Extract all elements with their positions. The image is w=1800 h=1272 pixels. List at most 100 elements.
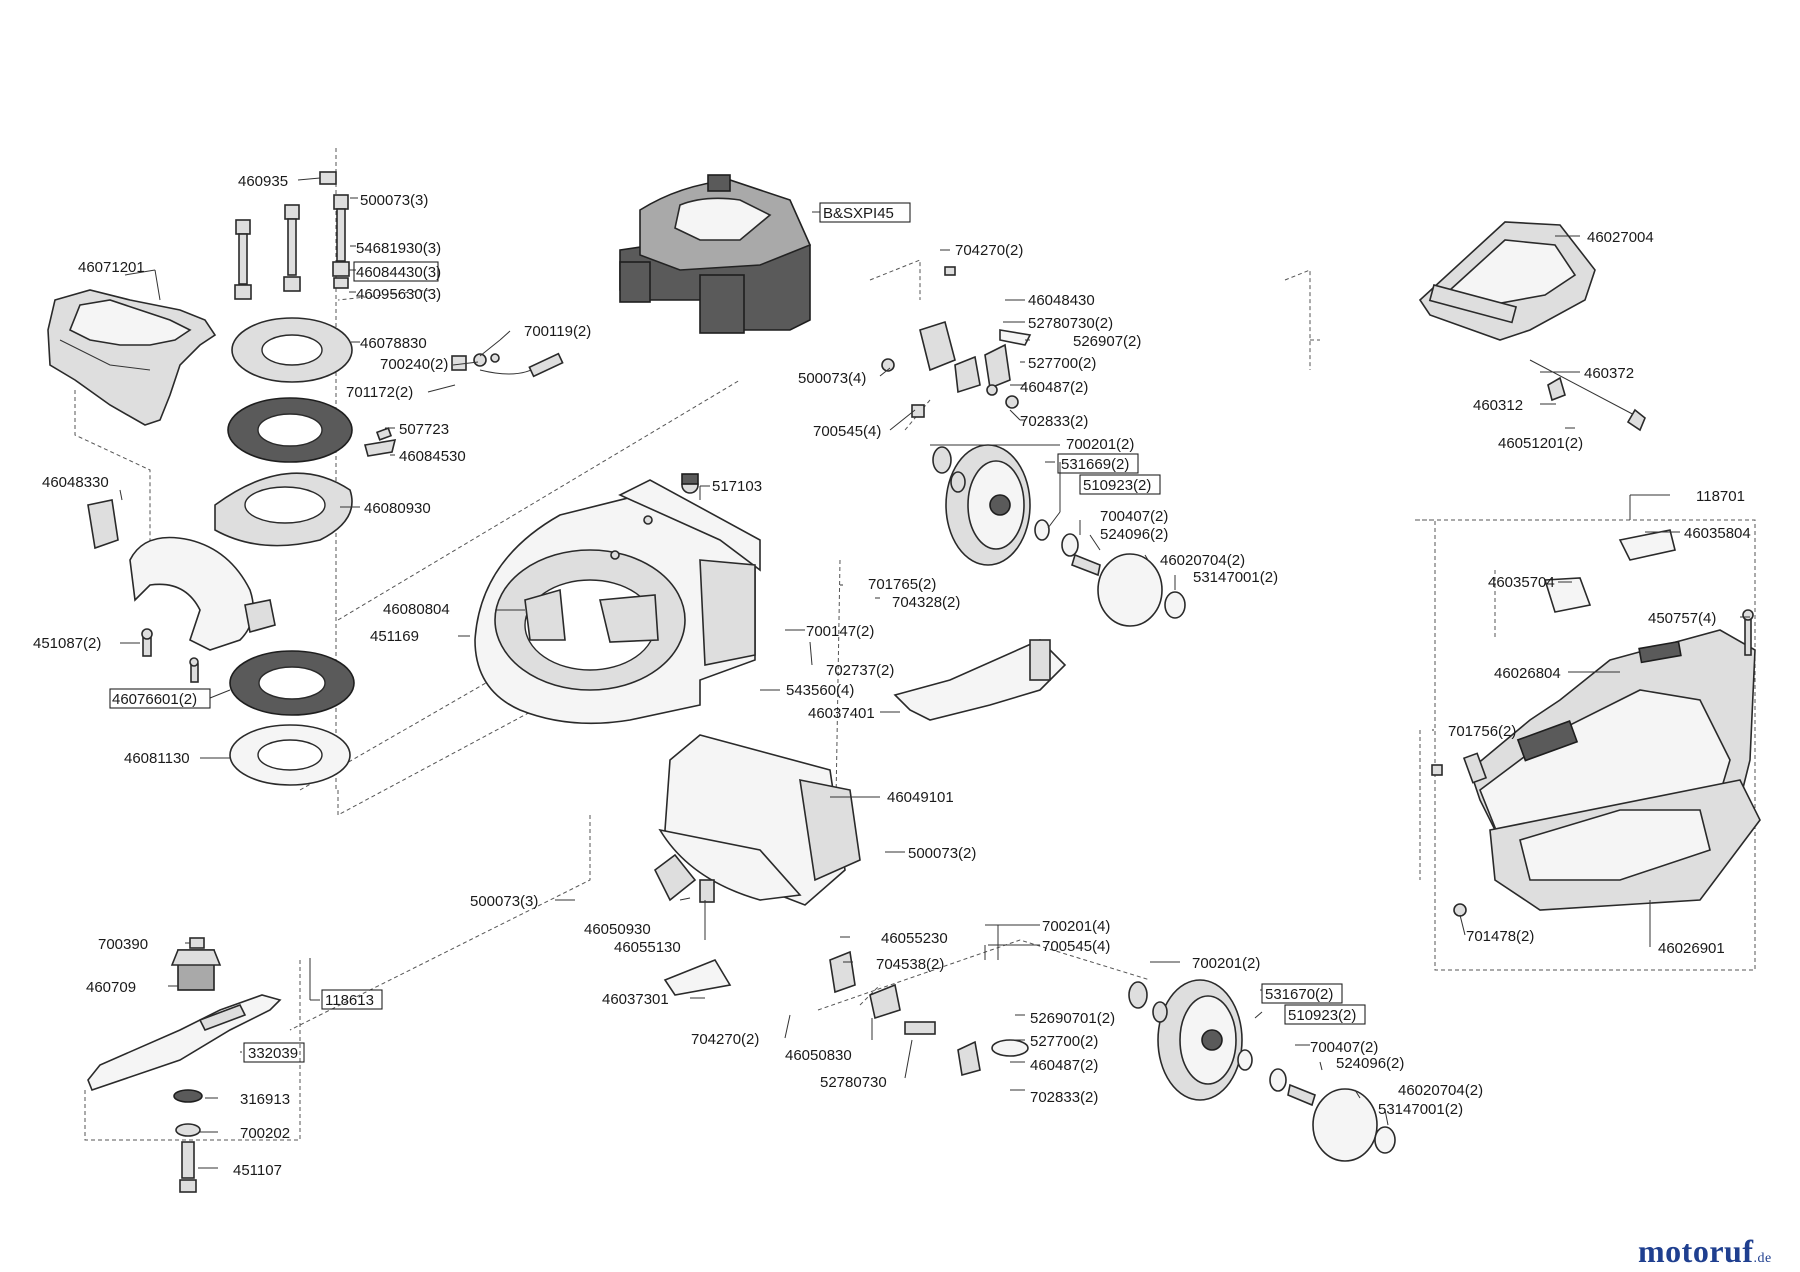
part-label: 46051201(2) — [1498, 435, 1583, 452]
part-label: 46037301 — [602, 991, 669, 1008]
part-label: 46080930 — [364, 500, 431, 517]
part-label: 46037401 — [808, 705, 875, 722]
brand-name: motoruf — [1638, 1233, 1754, 1269]
part-label: 118613 — [325, 992, 374, 1009]
part-label: 500073(3) — [470, 893, 538, 910]
mulch-frame — [87, 499, 276, 651]
wheel-mount-dot — [681, 473, 699, 494]
part-label: 46078830 — [360, 335, 427, 352]
part-label: 526907(2) — [1073, 333, 1141, 350]
part-label: 460935 — [238, 173, 288, 190]
part-label: 700201(4) — [1042, 918, 1110, 935]
part-label: 46050830 — [785, 1047, 852, 1064]
bag-screws — [1431, 609, 1754, 917]
part-label: 700545(4) — [813, 423, 881, 440]
part-label: 700407(2) — [1100, 508, 1168, 525]
mower-deck — [474, 479, 761, 725]
part-label-box — [243, 1042, 305, 1063]
part-label: 52690701(2) — [1030, 1010, 1115, 1027]
part-label: 700119(2) — [524, 323, 591, 340]
part-label-box — [109, 688, 211, 709]
part-label: 46027004 — [1587, 229, 1654, 246]
discharge-flap — [893, 639, 1067, 721]
part-label: 704270(2) — [955, 242, 1023, 259]
misc-screws-left — [141, 427, 397, 683]
rear-wheel-lower — [1128, 979, 1396, 1162]
part-label: 52780730(2) — [1028, 315, 1113, 332]
part-label: 46055130 — [614, 939, 681, 956]
height-adjust-bolts — [234, 171, 350, 300]
part-label: 704538(2) — [876, 956, 944, 973]
flange-plate — [231, 317, 353, 383]
part-label: 332039 — [248, 1045, 298, 1062]
part-label: 531669(2) — [1061, 456, 1129, 473]
part-label: 46076601(2) — [112, 691, 197, 708]
part-label: 451107 — [233, 1162, 282, 1179]
part-label: 46050930 — [584, 921, 651, 938]
part-label: 700390 — [98, 936, 148, 953]
part-label: 704270(2) — [691, 1031, 759, 1048]
part-label: 531670(2) — [1265, 986, 1333, 1003]
blade-assembly — [87, 937, 282, 1193]
upper-wheel-brackets — [881, 266, 1032, 418]
part-label: 700202 — [240, 1125, 290, 1142]
part-label: 700201(2) — [1066, 436, 1134, 453]
front-lever-parts — [957, 1039, 1029, 1077]
part-label: 52780730 — [820, 1074, 887, 1091]
part-label: 517103 — [712, 478, 762, 495]
rear-wheel-upper — [932, 444, 1186, 627]
part-label: 702737(2) — [826, 662, 894, 679]
part-label: 702833(2) — [1030, 1089, 1098, 1106]
part-label: 46035704 — [1488, 574, 1555, 591]
part-label: 46048430 — [1028, 292, 1095, 309]
part-label: 507723 — [399, 421, 449, 438]
part-label: 701765(2) — [868, 576, 936, 593]
cutter-disc-upper — [227, 397, 353, 463]
part-label: 704328(2) — [892, 594, 960, 611]
part-label: 46071201 — [78, 259, 145, 276]
part-label: 46055230 — [881, 930, 948, 947]
part-label: 701172(2) — [346, 384, 413, 401]
part-label: 500073(2) — [908, 845, 976, 862]
part-label: 53147001(2) — [1378, 1101, 1463, 1118]
part-label: 500073(3) — [360, 192, 428, 209]
part-label: 700240(2) — [380, 356, 448, 373]
part-label: 500073(4) — [798, 370, 866, 387]
part-label: 510923(2) — [1083, 477, 1151, 494]
part-label: 700147(2) — [806, 623, 874, 640]
part-label: 460372 — [1584, 365, 1634, 382]
part-label-box — [1057, 453, 1139, 474]
part-label: 460487(2) — [1020, 379, 1088, 396]
part-label-box — [1079, 474, 1161, 495]
part-label: 701478(2) — [1466, 928, 1534, 945]
part-label: 451087(2) — [33, 635, 101, 652]
part-label-box — [321, 989, 383, 1010]
part-label: 460709 — [86, 979, 136, 996]
part-label: 524096(2) — [1336, 1055, 1404, 1072]
part-label-box — [353, 261, 439, 282]
part-label: 46035804 — [1684, 525, 1751, 542]
chute-plate — [663, 959, 732, 996]
grass-catcher-bag — [1462, 529, 1761, 911]
part-label: 460487(2) — [1030, 1057, 1098, 1074]
part-label: 46084430(3) — [356, 264, 441, 281]
mulch-cover — [47, 289, 217, 426]
part-label: 510923(2) — [1288, 1007, 1356, 1024]
cable-connector — [451, 352, 564, 378]
part-label: 46026804 — [1494, 665, 1561, 682]
part-label: 700201(2) — [1192, 955, 1260, 972]
leader-lines — [119, 177, 1750, 1169]
part-label: 316913 — [240, 1091, 290, 1108]
part-label: 527700(2) — [1028, 355, 1096, 372]
part-label: 46084530 — [399, 448, 466, 465]
part-label: 54681930(3) — [356, 240, 441, 257]
spacer-ring — [229, 724, 351, 786]
part-label: 46026901 — [1658, 940, 1725, 957]
part-label: 460312 — [1473, 397, 1523, 414]
part-label: 46080804 — [383, 601, 450, 618]
part-label: 527700(2) — [1030, 1033, 1098, 1050]
part-label: 46049101 — [887, 789, 954, 806]
part-label: 451169 — [370, 628, 419, 645]
part-label: 702833(2) — [1020, 413, 1088, 430]
